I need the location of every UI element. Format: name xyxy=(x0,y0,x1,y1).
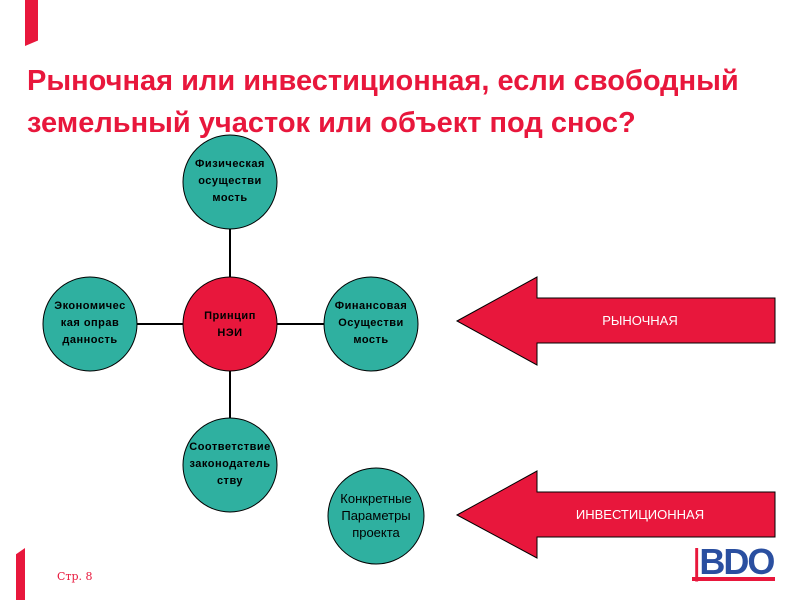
logo-underline xyxy=(692,577,775,581)
node-center xyxy=(182,276,278,372)
bdo-logo: |BDO xyxy=(692,541,775,582)
node-top xyxy=(182,134,278,230)
arrow-market-label: РЫНОЧНАЯ xyxy=(602,313,678,328)
node-bottom-label: Соответствие законодатель ству xyxy=(189,441,271,487)
logo-text: BDO xyxy=(699,541,775,582)
node-top-label: Физическая осуществи мость xyxy=(195,158,265,204)
node-right-label: Финансовая Осуществи мость xyxy=(334,300,408,346)
node-bottom xyxy=(182,417,278,513)
node-extra xyxy=(327,467,425,565)
node-extra-label: Конкретные Параметры проекта xyxy=(340,491,412,540)
page-number: Стр. 8 xyxy=(57,570,93,583)
slide-title: Рыночная или инвестиционная, если свобод… xyxy=(27,65,739,139)
node-left-label: Экономичес кая оправ данность xyxy=(54,300,126,346)
accent-bar-top xyxy=(25,0,38,46)
node-center-label: Принцип НЭИ xyxy=(204,310,256,339)
node-right xyxy=(323,276,419,372)
arrow-investment-label: ИНВЕСТИЦИОННАЯ xyxy=(575,507,705,522)
arrow-market xyxy=(455,276,776,366)
accent-bar-bottom xyxy=(16,548,25,600)
node-left xyxy=(42,276,138,372)
arrow-investment xyxy=(455,470,776,559)
